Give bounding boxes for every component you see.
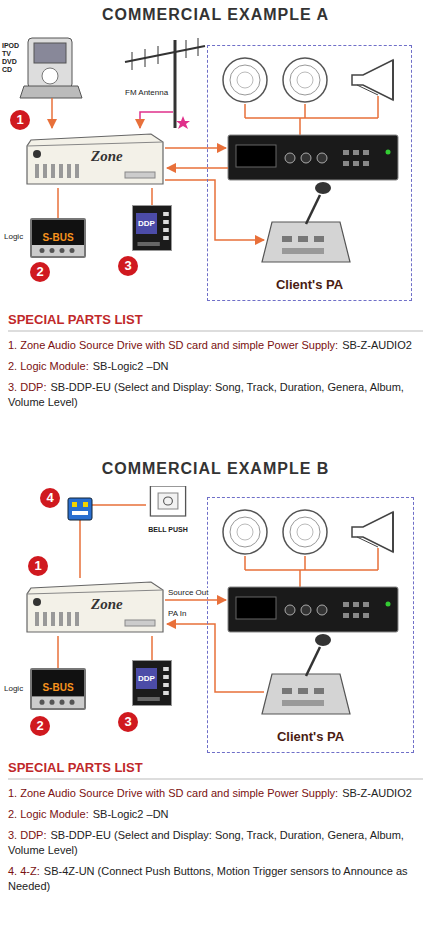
logic-box: S-BUS: [30, 218, 86, 258]
part-number: SB-Z-AUDIO2: [342, 339, 412, 351]
connector: [151, 188, 153, 205]
parts-list-item: 1. Zone Audio Source Drive with SD card …: [8, 338, 426, 353]
zone-box: Zone: [25, 130, 165, 188]
part-number: SB-DDP-EU (Select and Display: Song, Tra…: [8, 829, 404, 856]
node-text: Zone: [91, 596, 123, 613]
fm-antenna: [125, 38, 205, 128]
star-mark: [176, 116, 190, 129]
ipod-dock: [20, 38, 82, 98]
node-text: S-BUS: [42, 232, 73, 243]
connector: [57, 188, 59, 218]
part-name: 1. Zone Audio Source Drive with SD card …: [8, 339, 338, 351]
parts-list-heading: SPECIAL PARTS LIST: [8, 760, 143, 775]
parts-list: 1. Zone Audio Source Drive with SD card …: [8, 338, 426, 416]
node-text: DDP: [136, 213, 157, 234]
region-box: Client's PA: [207, 497, 414, 753]
part-name: 4. 4-Z:: [8, 865, 40, 877]
parts-list-item: 2. Logic Module: SB-Logic2 –DN: [8, 807, 426, 822]
node-text: DDP: [136, 668, 157, 689]
parts-list-item: 3. DDP:SB-DDP-EU (Select and Display: So…: [8, 828, 426, 858]
logic-box: S-BUS: [30, 668, 86, 710]
signal-label: Logic: [3, 232, 24, 241]
page-title: COMMERCIAL EXAMPLE A: [0, 6, 431, 24]
callout-number: 3: [118, 256, 138, 276]
part-name: 3. DDP:: [8, 829, 47, 841]
part-number: SB-Logic2 –DN: [93, 360, 169, 372]
part-name: 3. DDP:: [8, 381, 47, 393]
part-number: SB-4Z-UN (Connect Push Buttons, Motion T…: [8, 865, 408, 892]
zone-box: Zone: [25, 578, 165, 636]
connector: [57, 636, 59, 668]
node-text: Client's PA: [277, 729, 344, 744]
signal-label: Source Out: [167, 588, 209, 597]
parts-list-item: 2. Logic Module: SB-Logic2 –DN: [8, 359, 426, 374]
parts-list-item: 4. 4-Z:SB-4Z-UN (Connect Push Buttons, M…: [8, 864, 426, 894]
part-name: 2. Logic Module:: [8, 808, 89, 820]
parts-list: 1. Zone Audio Source Drive with SD card …: [8, 786, 426, 900]
ddp-box: DDP: [132, 205, 172, 251]
part-name: 1. Zone Audio Source Drive with SD card …: [8, 787, 338, 799]
bell-box: BELL PUSH: [146, 486, 190, 540]
source-label: IPOD TV DVD CD: [2, 42, 23, 74]
callout-number: 1: [28, 556, 48, 576]
region-box: Client's PA: [207, 45, 412, 301]
node-text: Client's PA: [276, 277, 343, 292]
part-name: 2. Logic Module:: [8, 360, 89, 372]
ddp-box: DDP: [132, 660, 172, 706]
callout-number: 3: [118, 712, 138, 732]
connector: [151, 636, 153, 660]
node-text: Zone: [91, 148, 123, 165]
callout-number: 1: [10, 110, 30, 130]
signal-label: FM Antenna: [124, 88, 169, 97]
signal-label: Logic: [3, 684, 24, 693]
callout-number: 2: [30, 716, 50, 736]
node-text: BELL PUSH: [148, 526, 188, 534]
callout-number: 4: [40, 488, 60, 508]
part-number: SB-Z-AUDIO2: [342, 787, 412, 799]
signal-label: PA In: [167, 609, 188, 618]
node-text: S-BUS: [42, 682, 73, 693]
parts-list-item: 3. DDP:SB-DDP-EU (Select and Display: So…: [8, 380, 426, 410]
section-title: COMMERCIAL EXAMPLE B: [0, 460, 431, 478]
parts-list-item: 1. Zone Audio Source Drive with SD card …: [8, 786, 426, 801]
part-number: SB-Logic2 –DN: [93, 808, 169, 820]
part-number: SB-DDP-EU (Select and Display: Song, Tra…: [8, 381, 404, 408]
parts-list-heading: SPECIAL PARTS LIST: [8, 312, 143, 327]
4z-module: [68, 498, 92, 520]
callout-number: 2: [30, 262, 50, 282]
separator-line: [8, 331, 423, 779]
